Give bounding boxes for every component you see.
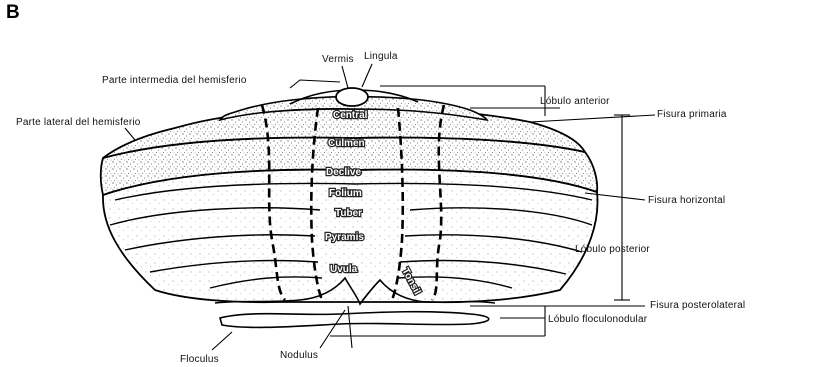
- label-culmen: Culmen: [328, 138, 365, 149]
- lingula-shape: [336, 88, 368, 106]
- panel-letter: B: [6, 2, 20, 24]
- label-parte-intermedia: Parte intermedia del hemisferio: [102, 75, 262, 86]
- label-fisura-horizontal: Fisura horizontal: [648, 195, 725, 206]
- label-fisura-primaria: Fisura primaria: [657, 109, 727, 120]
- label-lobulo-posterior: Lóbulo posterior: [575, 244, 650, 255]
- label-floculus: Floculus: [180, 354, 219, 365]
- label-tuber: Tuber: [335, 208, 362, 219]
- label-uvula: Uvula: [330, 264, 358, 275]
- label-pyramis: Pyramis: [325, 232, 364, 243]
- label-parte-lateral: Parte lateral del hemisferio: [16, 117, 141, 128]
- label-declive: Declive: [326, 167, 361, 178]
- label-folium: Folium: [329, 188, 362, 199]
- label-central: Central: [333, 110, 368, 121]
- flocculus-shape: [220, 312, 489, 328]
- label-lingula: Lingula: [364, 51, 398, 62]
- label-fisura-posterolateral: Fisura posterolateral: [650, 300, 745, 311]
- label-lobulo-floculonodular: Lóbulo floculonodular: [548, 314, 647, 325]
- label-nodulus: Nodulus: [280, 350, 318, 361]
- label-vermis: Vermis: [322, 54, 354, 65]
- label-lobulo-anterior: Lóbulo anterior: [540, 96, 610, 107]
